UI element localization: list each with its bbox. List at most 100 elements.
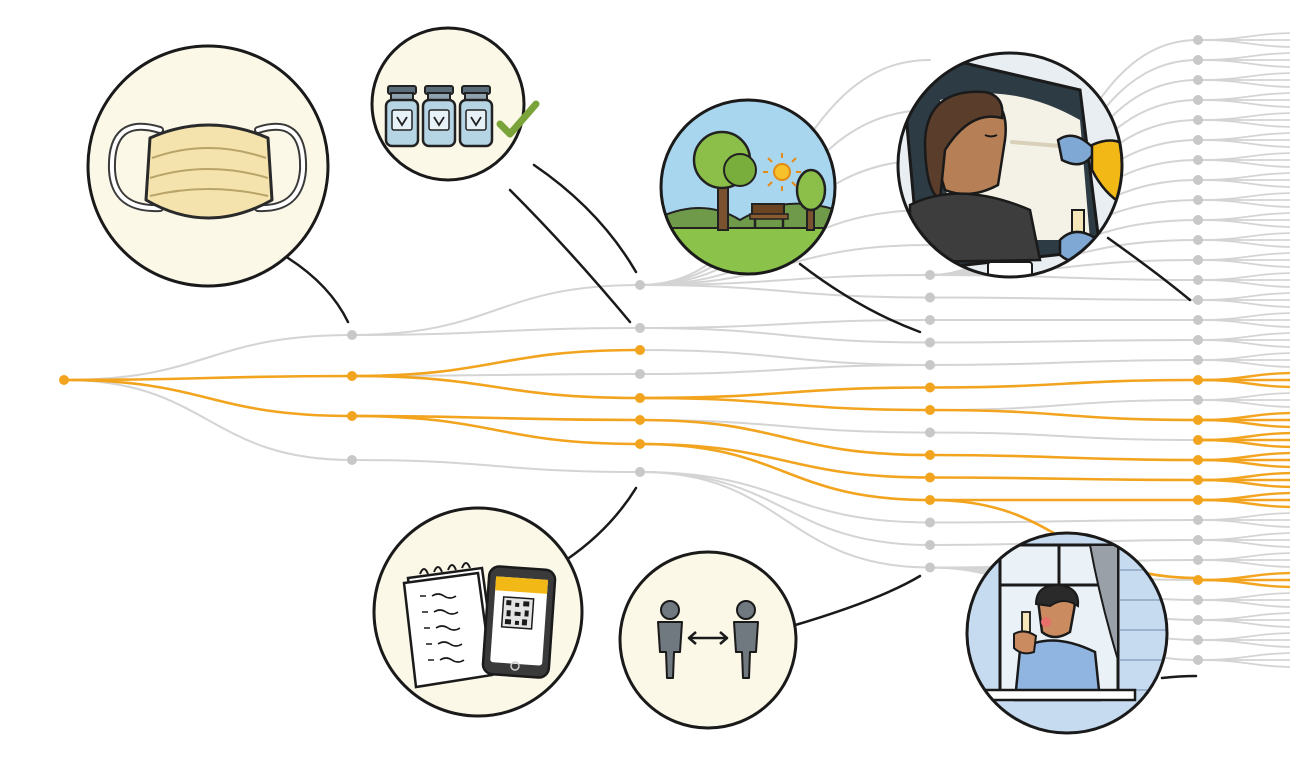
tree-node: [925, 315, 935, 325]
branch: [1197, 172, 1290, 181]
branch: [638, 418, 932, 457]
branch: [1197, 132, 1290, 141]
tree-node: [635, 467, 645, 477]
tree-node: [1193, 275, 1203, 285]
branch: [1197, 59, 1290, 68]
branch: [63, 334, 353, 381]
branch: [1197, 252, 1290, 261]
branch: [1197, 199, 1290, 208]
branch: [1197, 99, 1290, 108]
branch: [1196, 478, 1290, 489]
tree-node: [635, 415, 645, 425]
branch: [638, 386, 932, 400]
branch: [639, 319, 931, 329]
tree-node: [635, 369, 645, 379]
tree-node: [347, 371, 357, 381]
branch: [1197, 399, 1290, 408]
branch: [1197, 612, 1290, 621]
branch: [1196, 498, 1290, 509]
branch: [928, 408, 1200, 422]
tree-node: [925, 450, 935, 460]
branch: [1197, 652, 1290, 661]
tree-node: [635, 439, 645, 449]
branch: [1197, 539, 1290, 548]
branch: [1197, 292, 1290, 301]
tree-node: [1193, 215, 1203, 225]
branch: [1197, 319, 1290, 328]
tree-node: [925, 562, 935, 573]
tree-node: [1193, 555, 1203, 565]
face-mask-icon: [86, 44, 330, 288]
tree-node: [1193, 175, 1203, 185]
branch: [62, 374, 354, 382]
branch: [639, 274, 931, 286]
self-test-at-home-icon: [965, 531, 1169, 735]
vaccine-vials-icon: [370, 26, 540, 182]
connector-notebook: [564, 486, 638, 562]
tree-node: [925, 292, 935, 303]
branch: [638, 396, 932, 412]
branch: [1197, 632, 1290, 641]
tree-node: [925, 540, 935, 550]
connector-park: [798, 262, 922, 334]
branch: [1197, 112, 1290, 121]
branch: [351, 327, 641, 336]
branch: [1196, 458, 1290, 469]
tree-node: [925, 270, 935, 280]
branch: [1197, 152, 1290, 161]
tree-node: [1193, 535, 1203, 545]
branch: [63, 379, 353, 461]
tree-node: [925, 517, 935, 528]
tree-node: [635, 393, 645, 403]
branch: [1197, 39, 1290, 48]
branch: [639, 284, 931, 299]
tree-node: [1193, 395, 1203, 405]
branch: [639, 471, 931, 569]
tree-node: [925, 337, 935, 348]
tree-node: [1193, 435, 1203, 445]
branch: [351, 459, 641, 473]
tree-node: [1193, 455, 1203, 465]
branch: [1197, 392, 1290, 401]
branch: [1197, 212, 1290, 221]
tree-node: [1193, 635, 1203, 645]
tree-node: [1193, 115, 1203, 125]
branch: [639, 364, 931, 375]
tree-node: [1193, 75, 1203, 85]
branch: [929, 339, 1199, 344]
person-icon: [657, 600, 683, 679]
tree-node: [1193, 135, 1203, 145]
drive-through-test-icon: [896, 51, 1124, 279]
branch: [639, 349, 931, 366]
tree-node: [1193, 495, 1203, 505]
branch: [929, 519, 1199, 524]
branch: [1197, 239, 1290, 248]
tree-node: [347, 455, 357, 465]
branch: [1197, 659, 1290, 668]
inactive-branches: [63, 32, 1290, 668]
branch: [1197, 119, 1290, 128]
branch: [1197, 179, 1290, 188]
branch: [1197, 139, 1290, 148]
branch: [1197, 32, 1290, 41]
branch: [1197, 79, 1290, 88]
tree-node: [1193, 155, 1203, 165]
connector-car: [1106, 236, 1192, 302]
park-icon: [659, 98, 837, 276]
branch: [929, 399, 1199, 411]
tree-node: [1193, 295, 1203, 305]
branch: [350, 374, 642, 400]
tree-node: [1193, 35, 1203, 45]
branch: [928, 453, 1200, 462]
branch: [1197, 512, 1290, 521]
tree-node: [925, 360, 935, 370]
connector-lines: [286, 163, 1198, 680]
branch: [1196, 578, 1290, 589]
branch: [1196, 438, 1290, 449]
tree-node: [1193, 655, 1203, 665]
tree-node: [347, 411, 357, 421]
tree-node: [925, 427, 935, 438]
branch: [351, 284, 641, 336]
branch: [350, 414, 642, 446]
